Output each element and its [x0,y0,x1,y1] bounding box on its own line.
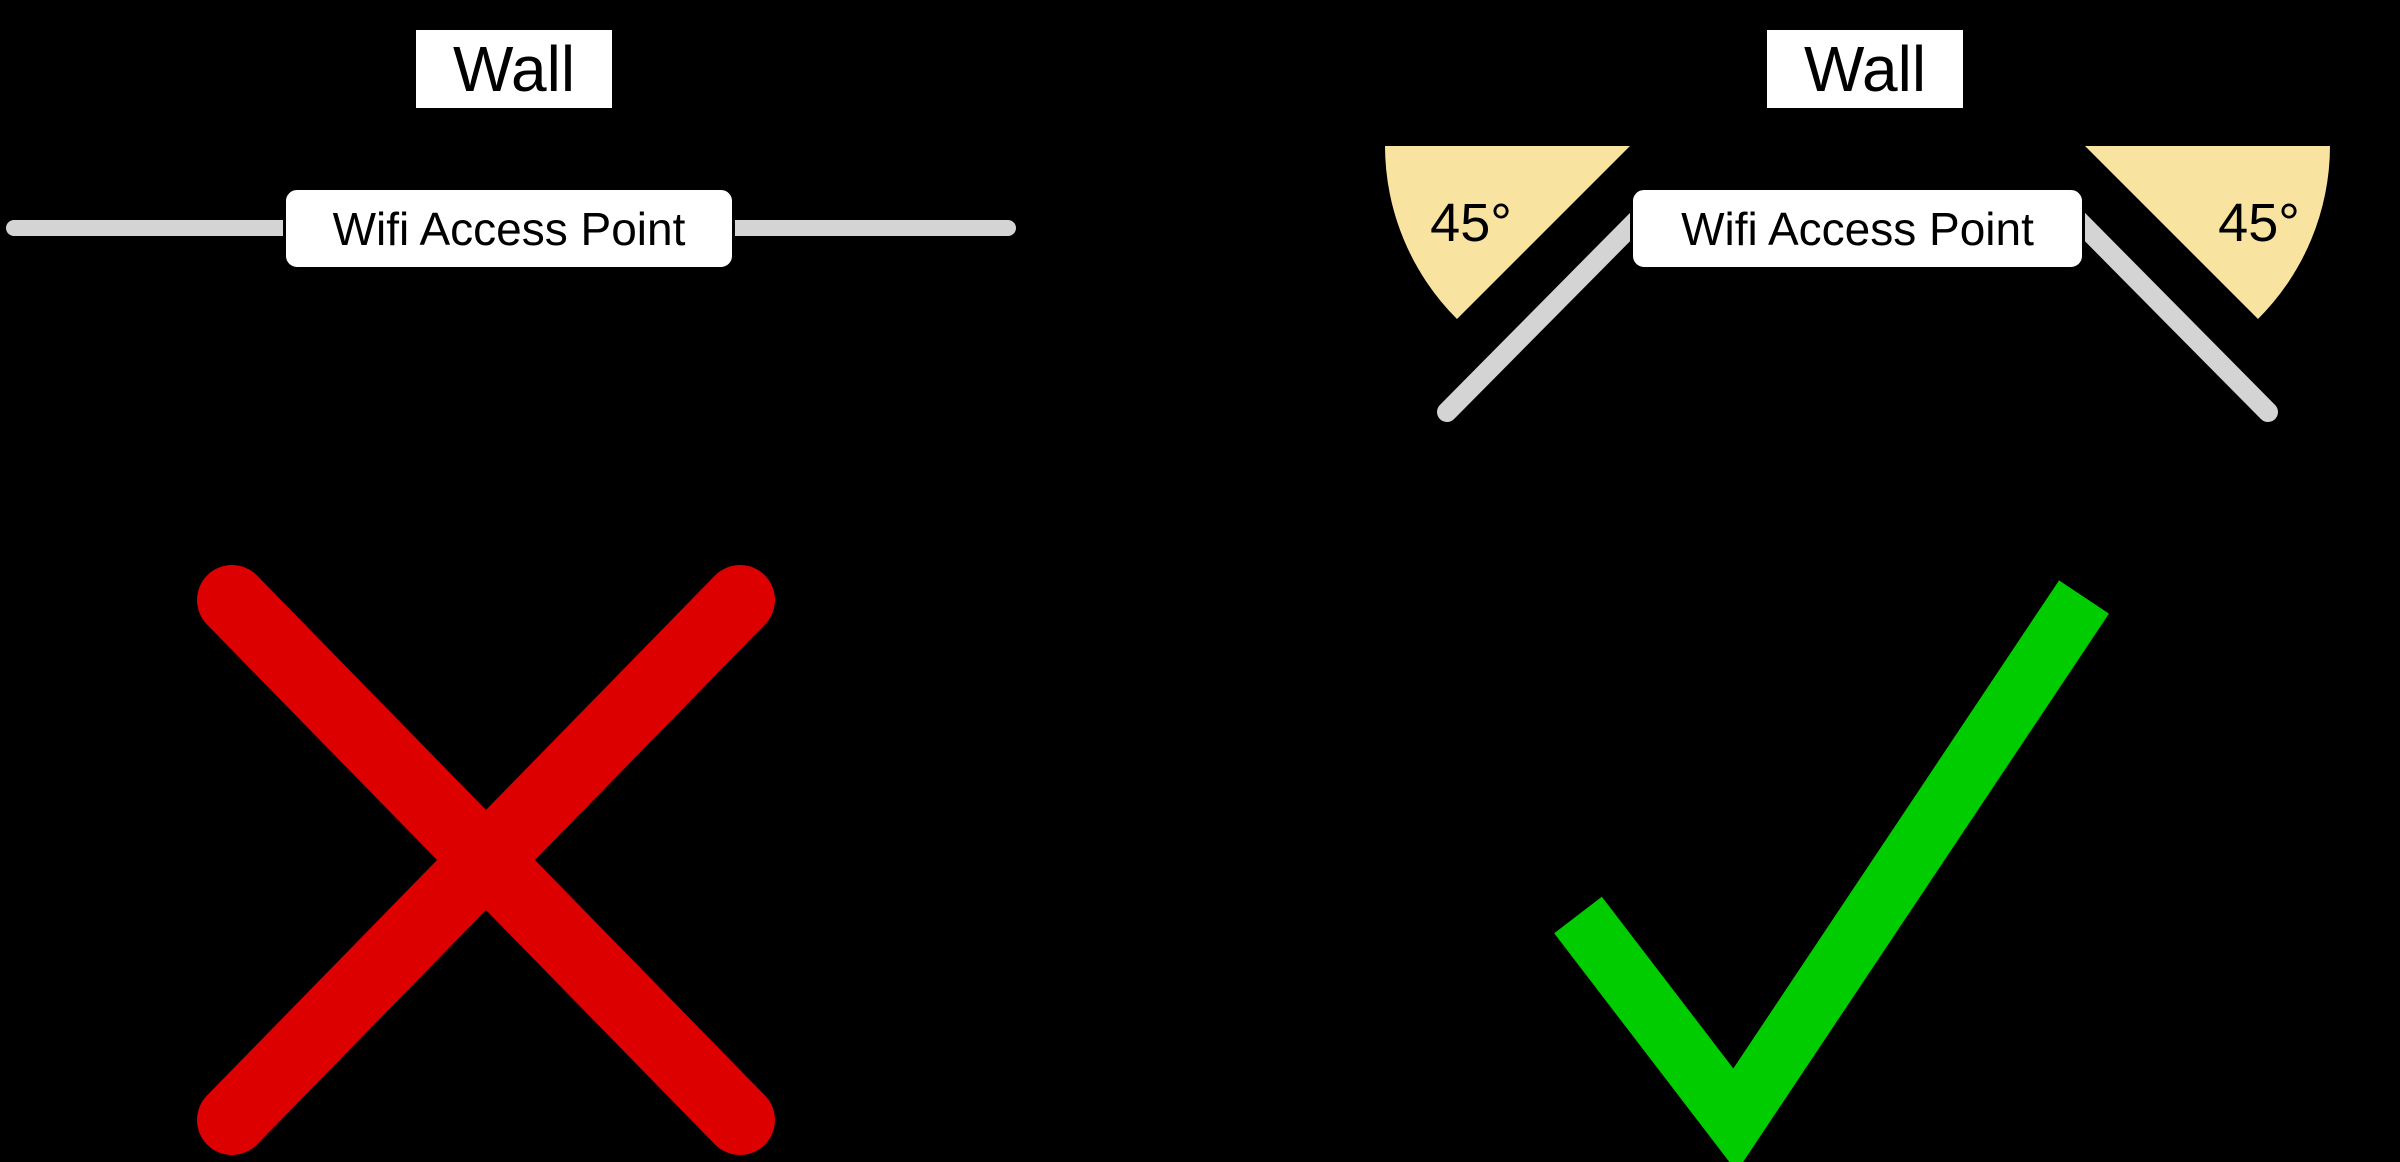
left-angle-wedge [1385,146,1630,319]
wrong-cross-icon [197,565,775,1155]
left-access-point-box: Wifi Access Point [283,187,735,270]
right-angle-wedge [2085,146,2330,319]
right-wall-label: Wall [1767,30,1963,108]
right-tilted-antenna-line [2068,210,2278,422]
right-angle-value: 45° [2218,193,2300,253]
left-tilted-antenna-line [1437,210,1647,422]
correct-checkmark-icon [1554,580,2109,1162]
left-wall-label: Wall [416,30,612,108]
left-angle-value: 45° [1430,193,1512,253]
cross-diagonal-line-2 [197,565,775,1155]
right-access-point-box: Wifi Access Point [1630,187,2085,270]
